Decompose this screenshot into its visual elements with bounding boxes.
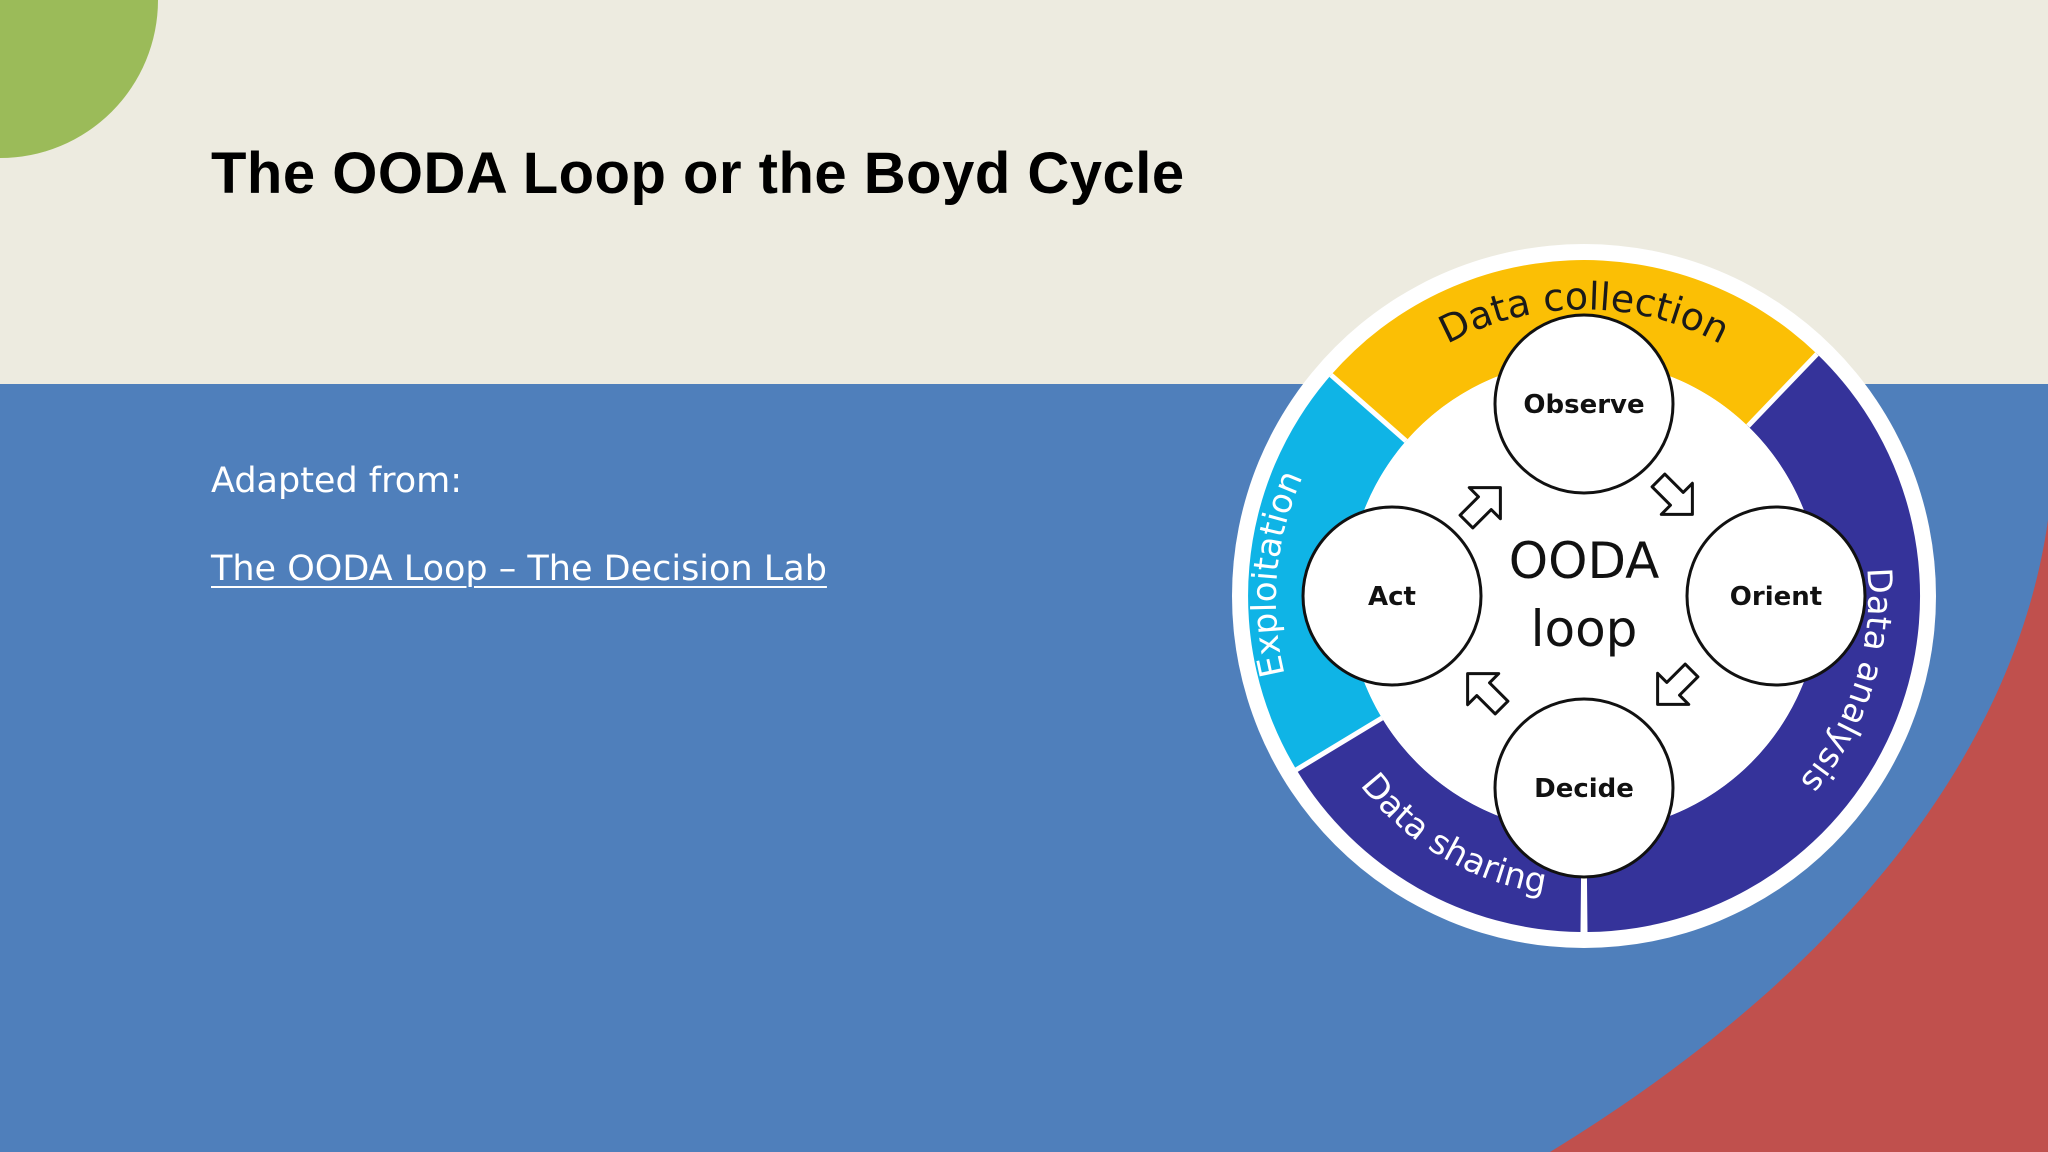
diagram-inner-disc	[1348, 360, 1820, 832]
arrow-observe-to-orient-icon	[1650, 472, 1694, 516]
segment-data-sharing	[1296, 717, 1582, 932]
adapted-from-label: Adapted from:	[211, 461, 463, 501]
segment-divider	[1746, 352, 1819, 428]
stage-act-label: Act	[1368, 582, 1416, 612]
center-label-loop: loop	[1531, 600, 1638, 658]
stage-orient: Orient	[1685, 505, 1867, 687]
arrow-decide-to-act-icon	[1466, 672, 1510, 716]
arrow-orient-to-decide-icon	[1656, 662, 1700, 706]
source-link[interactable]: The OODA Loop – The Decision Lab	[211, 549, 827, 589]
stage-orient-label: Orient	[1730, 582, 1822, 612]
center-label-ooda: OODA	[1509, 532, 1660, 590]
segment-divider	[1329, 373, 1408, 443]
slide-title: The OODA Loop or the Boyd Cycle	[211, 141, 1185, 206]
segment-data-analysis	[1586, 353, 1921, 933]
stage-decide-label: Decide	[1534, 774, 1634, 804]
segment-divider	[1294, 715, 1384, 773]
stage-observe: Observe	[1493, 313, 1675, 495]
arrow-act-to-observe-icon	[1458, 486, 1502, 530]
stage-observe-label: Observe	[1523, 390, 1644, 420]
stage-decide: Decide	[1493, 697, 1675, 879]
stage-act: Act	[1301, 505, 1483, 687]
ooda-diagram: Data collection Data analysis Data shari…	[1228, 240, 1940, 952]
